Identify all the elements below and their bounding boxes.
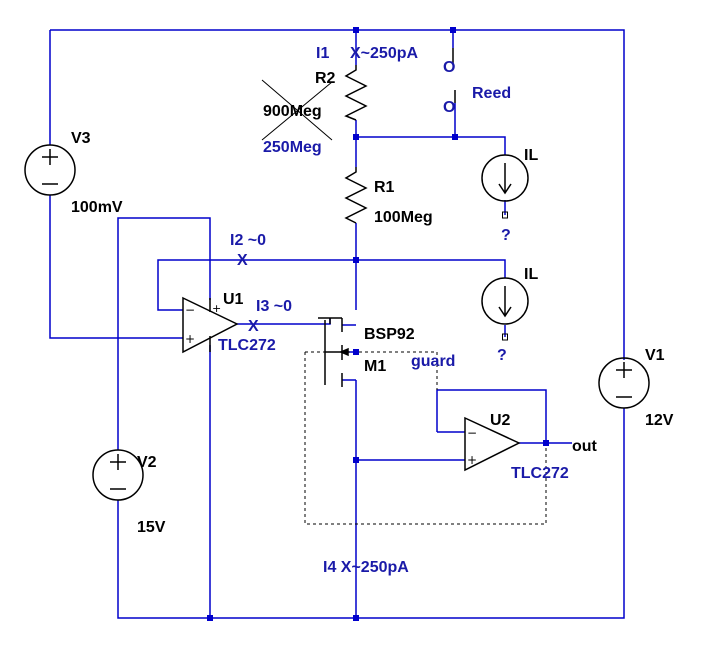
label-switch-o-top: O xyxy=(443,59,455,76)
v2-plus-text: + xyxy=(5,638,6,641)
u1-plus-marker: + xyxy=(185,332,195,346)
label-il-top: IL xyxy=(524,147,538,164)
voltage-source-v1 xyxy=(598,357,650,409)
voltage-source-v2 xyxy=(92,449,144,501)
opamp-u1 xyxy=(182,296,239,354)
guard-box xyxy=(304,351,547,525)
u2-minus-marker: − xyxy=(467,426,477,440)
label-v1-value: 12V xyxy=(645,412,674,429)
label-u1-model: TLC272 xyxy=(218,337,276,354)
label-v2-value: 15V xyxy=(137,519,166,536)
u1-plus-out-marker: + xyxy=(212,302,221,315)
voltage-source-v3 xyxy=(24,144,76,196)
label-i1-value: X~250pA xyxy=(350,45,418,62)
opamp-u2 xyxy=(464,416,521,472)
label-r1-value: 100Meg xyxy=(374,209,433,226)
current-source-il-mid xyxy=(481,277,529,341)
label-r2-name: R2 xyxy=(315,70,336,87)
u2-plus-marker: + xyxy=(467,453,477,467)
label-r2-new-value: 250Meg xyxy=(263,139,322,156)
resistor-r2 xyxy=(344,65,368,121)
label-m1-name: M1 xyxy=(364,358,386,375)
label-r1-name: R1 xyxy=(374,179,395,196)
label-il-top-q: ? xyxy=(501,227,511,244)
label-i3: I3 ~0 xyxy=(256,298,292,315)
strikeout-mark xyxy=(261,79,333,141)
source-polarity-text: + − + − + − xyxy=(1,638,12,641)
label-m1-model: BSP92 xyxy=(364,326,415,343)
label-v1-name: V1 xyxy=(645,347,665,364)
label-u2-name: U2 xyxy=(490,412,511,429)
v1-plus-text: + xyxy=(1,638,2,641)
label-guard: guard xyxy=(411,353,455,370)
resistor-r1 xyxy=(344,167,368,224)
label-il-mid: IL xyxy=(524,266,538,283)
label-i1: I1 xyxy=(316,45,329,62)
label-i3-x: X xyxy=(248,318,259,335)
label-switch-o-bottom: O xyxy=(443,99,455,116)
label-i2-x: X xyxy=(237,252,248,269)
v2-minus-text: − xyxy=(7,639,8,641)
v3-minus-text: − xyxy=(11,639,12,641)
label-u1-name: U1 xyxy=(223,291,244,308)
label-u2-model: TLC272 xyxy=(511,465,569,482)
label-reed: Reed xyxy=(472,85,511,102)
label-r2-old-value: 900Meg xyxy=(263,103,322,120)
wires xyxy=(49,29,625,619)
v1-minus-text: − xyxy=(3,639,4,641)
reed-switch xyxy=(452,48,456,103)
label-v2-name: V2 xyxy=(137,454,157,471)
label-i4: I4 X~250pA xyxy=(323,559,409,576)
junction-nodes xyxy=(207,27,549,621)
labels: I1 X~250pA R2 900Meg 250Meg O O Reed IL … xyxy=(71,45,674,576)
current-source-il-top xyxy=(481,154,529,219)
label-i2: I2 ~0 xyxy=(230,232,266,249)
u1-minus-marker: − xyxy=(185,303,195,317)
v3-plus-text: + xyxy=(9,638,10,641)
mosfet-m1 xyxy=(318,317,349,387)
label-v3-name: V3 xyxy=(71,130,91,147)
label-v3-value: 100mV xyxy=(71,199,123,216)
label-il-mid-q: ? xyxy=(497,347,507,364)
label-out: out xyxy=(572,438,598,455)
